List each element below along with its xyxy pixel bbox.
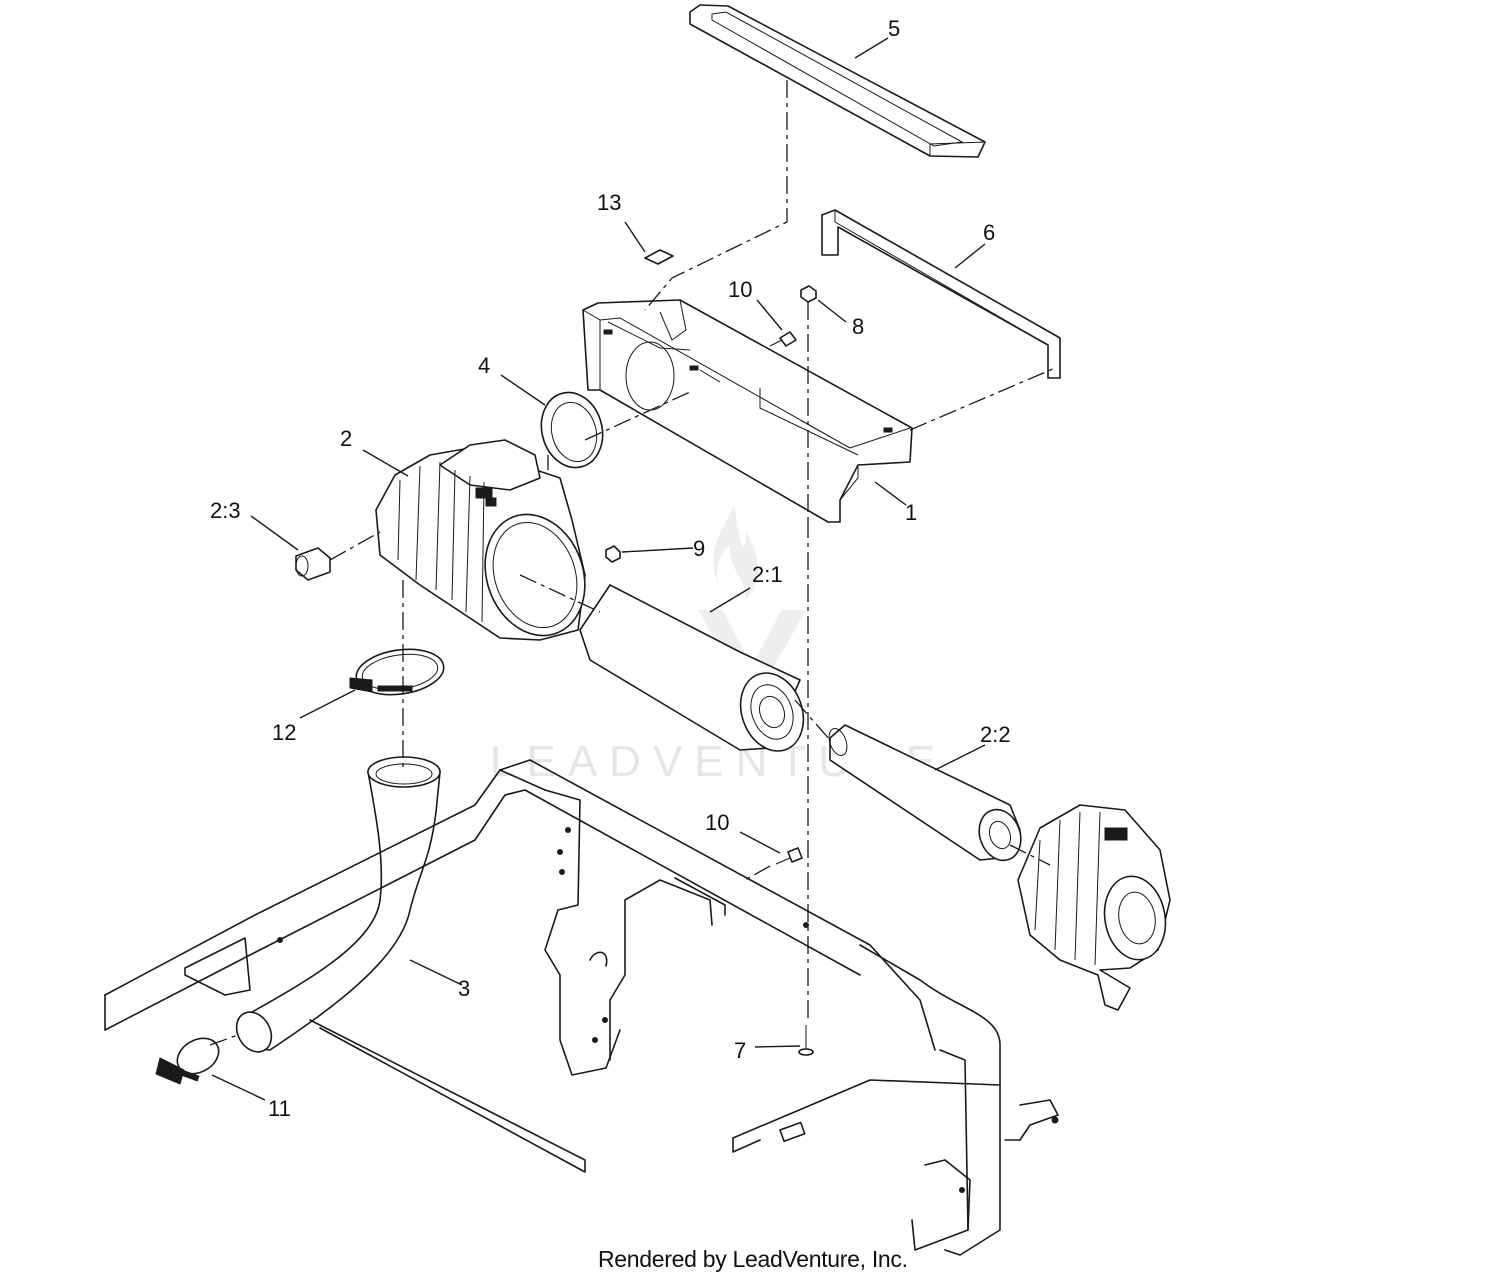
callout-4: 4 bbox=[478, 353, 490, 378]
watermark-logo bbox=[698, 505, 806, 705]
assembly-lines bbox=[209, 80, 1056, 1046]
part-4-gasket-ring bbox=[540, 391, 604, 469]
part-12-clamp bbox=[349, 648, 445, 696]
callout-1: 1 bbox=[905, 500, 917, 525]
air-cleaner-cover bbox=[1017, 804, 1171, 1011]
callout-2: 2 bbox=[340, 426, 352, 451]
part-13-decal bbox=[644, 249, 674, 265]
callout-2-1: 2:1 bbox=[752, 562, 783, 587]
frame-chassis bbox=[104, 759, 1059, 1256]
callout-5: 5 bbox=[888, 16, 900, 41]
callout-2-3: 2:3 bbox=[210, 498, 241, 523]
callout-13: 13 bbox=[597, 190, 621, 215]
callout-2-2: 2:2 bbox=[980, 722, 1011, 747]
callout-6: 6 bbox=[983, 220, 995, 245]
part-8-nut bbox=[800, 285, 817, 303]
part-7-bolt bbox=[798, 1025, 814, 1056]
part-10-bolt-lower bbox=[775, 847, 803, 865]
part-9-nut bbox=[605, 545, 621, 563]
part-2-2-safety-filter bbox=[828, 724, 1022, 862]
part-1-bracket bbox=[582, 299, 913, 523]
callout-9: 9 bbox=[693, 536, 705, 561]
callout-12: 12 bbox=[272, 720, 296, 745]
part-5-gasket bbox=[689, 4, 986, 158]
part-2-3-valve bbox=[295, 547, 331, 581]
callout-3: 3 bbox=[458, 976, 470, 1001]
render-credit: Rendered by LeadVenture, Inc. bbox=[598, 1246, 908, 1272]
leader-lines bbox=[211, 37, 986, 1101]
callout-8: 8 bbox=[852, 314, 864, 339]
callout-7: 7 bbox=[734, 1038, 746, 1063]
part-2-air-cleaner-housing bbox=[375, 439, 586, 641]
callout-11: 11 bbox=[268, 1096, 291, 1121]
callout-10-upper: 10 bbox=[728, 277, 752, 302]
callout-10-lower: 10 bbox=[705, 810, 729, 835]
part-11-clamp bbox=[155, 1037, 220, 1085]
part-2-1-primary-filter bbox=[579, 584, 805, 752]
part-10-bolt-upper bbox=[769, 331, 797, 347]
part-6-seal-strip bbox=[821, 209, 1061, 379]
part-3-intake-tube bbox=[235, 756, 441, 1053]
